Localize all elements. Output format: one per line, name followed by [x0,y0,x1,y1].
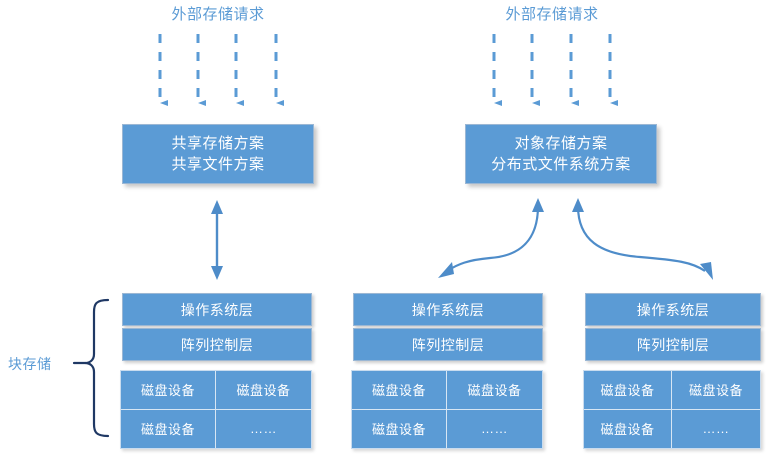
shared-storage-solution-box[interactable]: 共享存储方案 共享文件方案 [122,124,314,184]
object-storage-solution-box[interactable]: 对象存储方案 分布式文件系统方案 [465,124,657,184]
shared-storage-line-1: 共享存储方案 [171,135,265,152]
left-stack: 操作系统层 阵列控制层 磁盘设备 磁盘设备 磁盘设备 …… [120,293,312,449]
object-storage-line-1: 对象存储方案 [514,135,608,152]
left-stack-array-layer[interactable]: 阵列控制层 [122,328,312,361]
left-bidirectional-arrow [211,200,223,280]
left-disk-cell-4[interactable]: …… [250,421,277,437]
left-stack-os-layer[interactable]: 操作系统层 [122,293,312,326]
left-stack-disk-table: 磁盘设备 磁盘设备 磁盘设备 …… [120,370,312,449]
middle-disk-cell-2[interactable]: 磁盘设备 [447,371,542,410]
middle-stack-os-layer[interactable]: 操作系统层 [353,293,543,326]
right-stack-os-layer[interactable]: 操作系统层 [585,293,761,326]
block-storage-label: 块存储 [8,356,52,372]
object-storage-line-2: 分布式文件系统方案 [491,156,631,173]
left-disk-cell-2[interactable]: 磁盘设备 [216,371,311,410]
right-curve-to-middle-stack [438,198,544,278]
right-stack-disk-table: 磁盘设备 磁盘设备 磁盘设备 …… [583,370,761,449]
right-curve-to-right-stack [572,198,713,280]
caption-external-request-left: 外部存储请求 [171,6,265,23]
right-stack-array-layer[interactable]: 阵列控制层 [585,328,761,361]
request-arrows-left [158,34,284,106]
middle-disk-cell-1[interactable]: 磁盘设备 [352,371,447,410]
middle-disk-cell-4[interactable]: …… [481,421,508,437]
block-storage-brace [72,298,110,438]
right-disk-cell-3[interactable]: 磁盘设备 [584,409,672,448]
right-stack: 操作系统层 阵列控制层 磁盘设备 磁盘设备 磁盘设备 …… [583,293,761,449]
request-arrows-right [492,34,618,106]
middle-stack-disk-table: 磁盘设备 磁盘设备 磁盘设备 …… [351,370,543,449]
middle-stack-array-layer[interactable]: 阵列控制层 [353,328,543,361]
middle-stack: 操作系统层 阵列控制层 磁盘设备 磁盘设备 磁盘设备 …… [351,293,543,449]
shared-storage-line-2: 共享文件方案 [171,156,265,173]
right-disk-cell-4[interactable]: …… [702,421,730,437]
right-disk-cell-2[interactable]: 磁盘设备 [672,371,760,410]
middle-disk-cell-3[interactable]: 磁盘设备 [352,409,447,448]
caption-external-request-right: 外部存储请求 [505,6,599,23]
left-disk-cell-1[interactable]: 磁盘设备 [121,371,216,410]
left-disk-cell-3[interactable]: 磁盘设备 [121,409,216,448]
right-disk-cell-1[interactable]: 磁盘设备 [584,371,672,410]
